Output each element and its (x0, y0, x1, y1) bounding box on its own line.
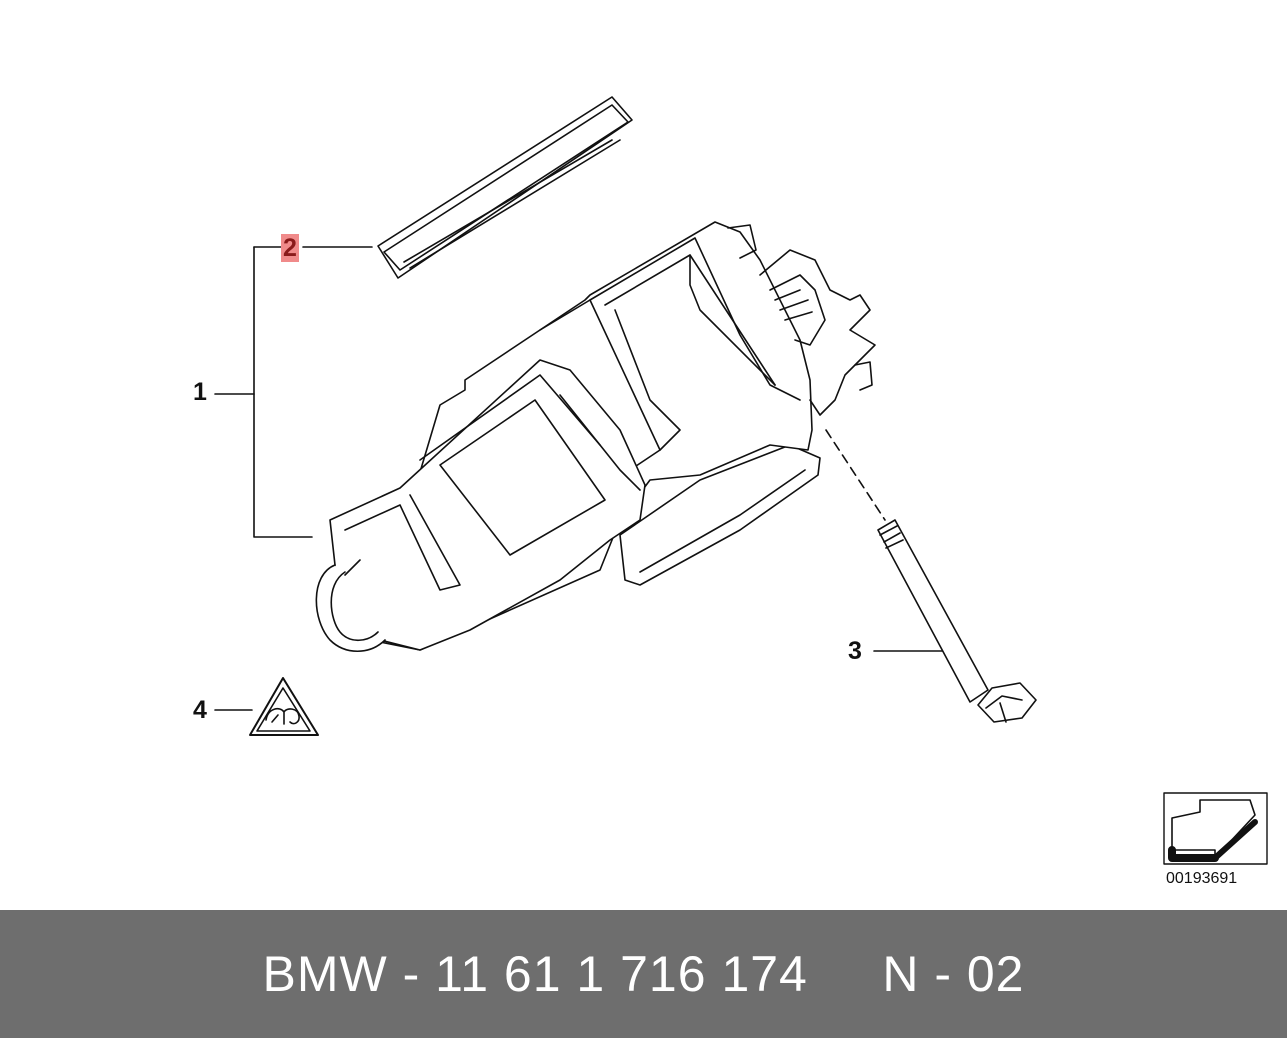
diagram-number: 00193691 (1166, 870, 1238, 887)
intake-housing (315, 221, 876, 652)
parts-diagram (214, 96, 1268, 865)
callout-item-3: 3 (848, 637, 862, 665)
callout-item-2[interactable]: 2 (281, 234, 299, 262)
assembly-line (825, 429, 886, 521)
bolt (877, 519, 1037, 723)
part-number-text: BMW - 11 61 1 716 174 N - 02 (262, 946, 1025, 1002)
hazard-triangle-icon (249, 677, 319, 736)
callout-item-1: 1 (193, 378, 207, 406)
navigation-arrow-icon (1163, 792, 1268, 865)
gasket-ring (377, 96, 633, 279)
leader-lines (214, 246, 944, 711)
part-number-footer: BMW - 11 61 1 716 174 N - 02 (0, 910, 1287, 1038)
callout-item-4: 4 (193, 696, 207, 724)
